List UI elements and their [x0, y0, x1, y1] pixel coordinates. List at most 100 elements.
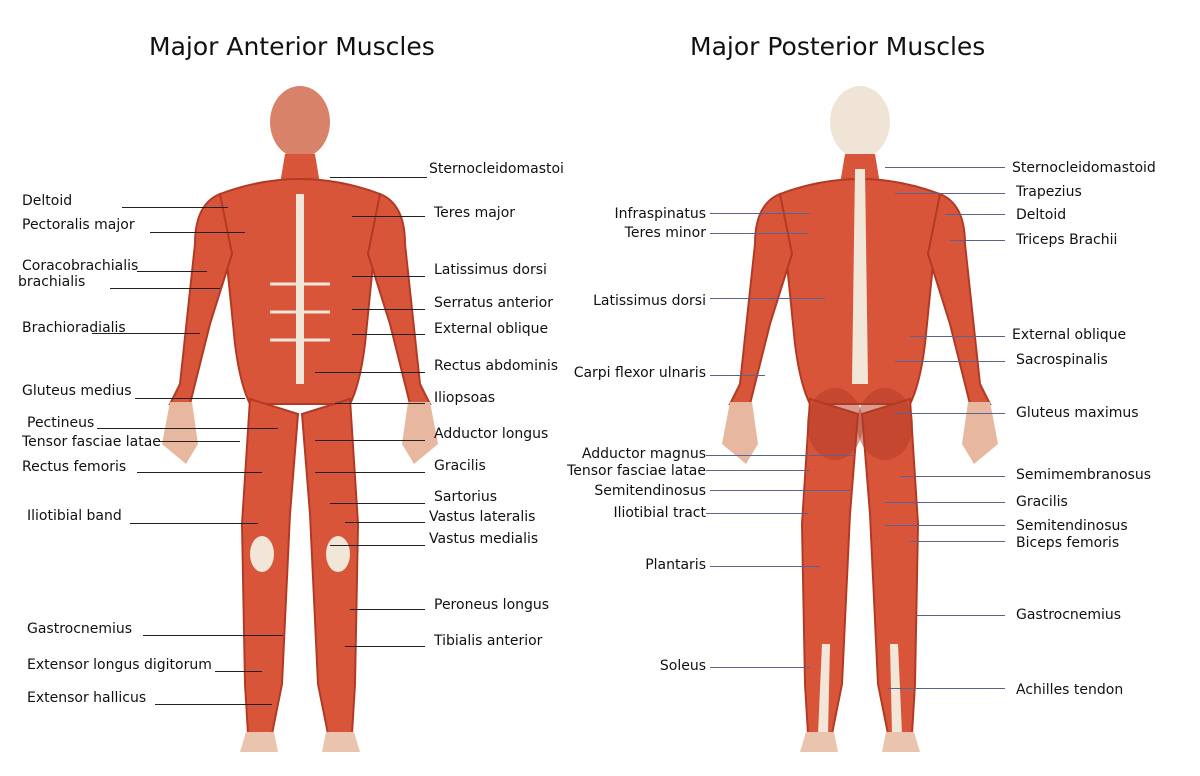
left-hand	[162, 402, 198, 464]
left-achilles	[818, 644, 830, 734]
left-knee	[250, 536, 274, 572]
left-gluteus	[807, 388, 863, 460]
linea-alba	[296, 194, 304, 384]
leader-line-gracilis	[885, 502, 1005, 503]
leader-line-tibialis-anterior	[345, 646, 425, 647]
anterior-label-vastus-lateralis: Vastus lateralis	[429, 509, 536, 525]
posterior-label-semitendinosus: Semitendinosus	[1016, 518, 1128, 534]
leader-line-gastrocnemius	[915, 615, 1005, 616]
anterior-label-sartorius: Sartorius	[434, 489, 498, 505]
anterior-label-latissimus-dorsi: Latissimus dorsi	[434, 262, 547, 278]
left-arm	[728, 192, 794, 405]
anterior-label-gracilis: Gracilis	[434, 458, 486, 474]
spine-tendon	[852, 169, 868, 384]
posterior-label-trapezius: Trapezius	[1016, 184, 1082, 200]
anterior-label-tensor-fasciae-latae: Tensor fasciae latae	[22, 434, 161, 450]
leader-line-deltoid	[122, 207, 228, 208]
head	[270, 86, 330, 158]
anterior-label-vastus-medialis: Vastus medialis	[429, 531, 539, 547]
anterior-label-rectus-abdominis: Rectus abdominis	[434, 358, 559, 374]
leader-line-achilles-tendon	[888, 688, 1005, 689]
anterior-label-iliotibial-band: Iliotibial band	[27, 508, 122, 524]
leader-line-sacrospinalis	[895, 361, 1005, 362]
neck	[280, 154, 320, 184]
anterior-label-sternocleidomastoi: Sternocleidomastoi	[429, 161, 564, 177]
leader-line-tensor-fasciae-latae	[158, 441, 240, 442]
leader-line-pectineus	[97, 428, 278, 429]
posterior-label-gracilis: Gracilis	[1016, 494, 1068, 510]
leader-line-gracilis	[315, 472, 425, 473]
right-arm	[366, 192, 432, 405]
leader-line-gluteus-maximus	[895, 413, 1005, 414]
leader-line-iliotibial-band	[130, 523, 258, 524]
anterior-label-serratus-anterior: Serratus anterior	[434, 295, 553, 311]
leader-line-gluteus-medius	[135, 398, 245, 399]
posterior-label-achilles-tendon: Achilles tendon	[1016, 682, 1124, 698]
leader-line-pectoralis-major	[150, 232, 245, 233]
right-gluteus	[857, 388, 913, 460]
posterior-label-plantaris: Plantaris	[645, 557, 706, 573]
anterior-label-coracobrachialis: Coracobrachialis	[22, 258, 139, 274]
leader-line-extensor-longus-digitorum	[215, 671, 262, 672]
left-arm	[168, 192, 234, 405]
leader-line-gastrocnemius	[143, 635, 283, 636]
leader-line-rectus-abdominis	[315, 372, 425, 373]
leader-line-plantaris	[710, 566, 820, 567]
leader-line-external-oblique	[352, 334, 425, 335]
leader-line-biceps-femoris	[910, 541, 1005, 542]
leader-line-carpi-flexor-ulnaris	[710, 375, 765, 376]
leader-line-adductor-longus	[315, 440, 425, 441]
posterior-label-soleus: Soleus	[659, 658, 706, 674]
posterior-label-biceps-femoris: Biceps femoris	[1016, 535, 1120, 551]
leader-line-brachioradialis	[92, 333, 200, 334]
leader-line-adductor-magnus	[706, 455, 855, 456]
posterior-label-adductor-magnus: Adductor magnus	[581, 446, 706, 462]
left-hand	[722, 402, 758, 464]
anterior-body-illustration	[162, 86, 438, 752]
leader-line-peroneus-longus	[350, 609, 425, 610]
anterior-label-pectineus: Pectineus	[27, 415, 95, 431]
anterior-label-brachialis: brachialis	[18, 274, 86, 290]
posterior-label-gluteus-maximus: Gluteus maximus	[1016, 405, 1139, 421]
posterior-label-sacrospinalis: Sacrospinalis	[1016, 352, 1108, 368]
right-foot	[322, 732, 360, 752]
right-hand	[402, 402, 438, 464]
anterior-title: Major Anterior Muscles	[149, 32, 435, 61]
posterior-title: Major Posterior Muscles	[690, 32, 986, 61]
leader-line-semitendinosus	[885, 525, 1005, 526]
posterior-label-semimembranosus: Semimembranosus	[1016, 467, 1152, 483]
leader-line-external-oblique	[910, 336, 1005, 337]
leader-line-iliopsoas	[335, 403, 425, 404]
posterior-label-iliotibial-tract: Iliotibial tract	[613, 505, 706, 521]
anterior-label-deltoid: Deltoid	[22, 193, 73, 209]
leader-line-infraspinatus	[710, 213, 810, 214]
anterior-label-external-oblique: External oblique	[434, 321, 549, 337]
leader-line-serratus-anterior	[352, 309, 425, 310]
leader-line-tensor-fasciae-latae	[706, 470, 810, 471]
leader-line-sartorius	[330, 503, 425, 504]
posterior-label-triceps-brachii: Triceps Brachii	[1016, 232, 1118, 248]
leader-line-triceps-brachii	[950, 240, 1005, 241]
anterior-label-extensor-hallicus: Extensor hallicus	[27, 690, 147, 706]
posterior-label-tensor-fasciae-latae: Tensor fasciae latae	[567, 463, 706, 479]
left-foot	[240, 732, 278, 752]
posterior-label-carpi-flexor-ulnaris: Carpi flexor ulnaris	[573, 365, 706, 381]
leader-line-deltoid	[945, 214, 1005, 215]
right-achilles	[890, 644, 902, 734]
posterior-body-illustration	[722, 86, 998, 752]
posterior-label-external-oblique: External oblique	[1012, 327, 1127, 343]
posterior-label-semitendinosus: Semitendinosus	[594, 483, 706, 499]
right-foot	[882, 732, 920, 752]
leader-line-extensor-hallicus	[155, 704, 272, 705]
leader-line-brachialis	[110, 288, 220, 289]
leader-line-rectus-femoris	[137, 472, 262, 473]
anterior-label-rectus-femoris: Rectus femoris	[22, 459, 127, 475]
posterior-label-deltoid: Deltoid	[1016, 207, 1067, 223]
anterior-label-gastrocnemius: Gastrocnemius	[27, 621, 133, 637]
posterior-label-gastrocnemius: Gastrocnemius	[1016, 607, 1122, 623]
anterior-label-teres-major: Teres major	[434, 205, 516, 221]
leader-line-iliotibial-tract	[706, 513, 808, 514]
leader-line-soleus	[710, 667, 810, 668]
posterior-label-infraspinatus: Infraspinatus	[614, 206, 706, 222]
